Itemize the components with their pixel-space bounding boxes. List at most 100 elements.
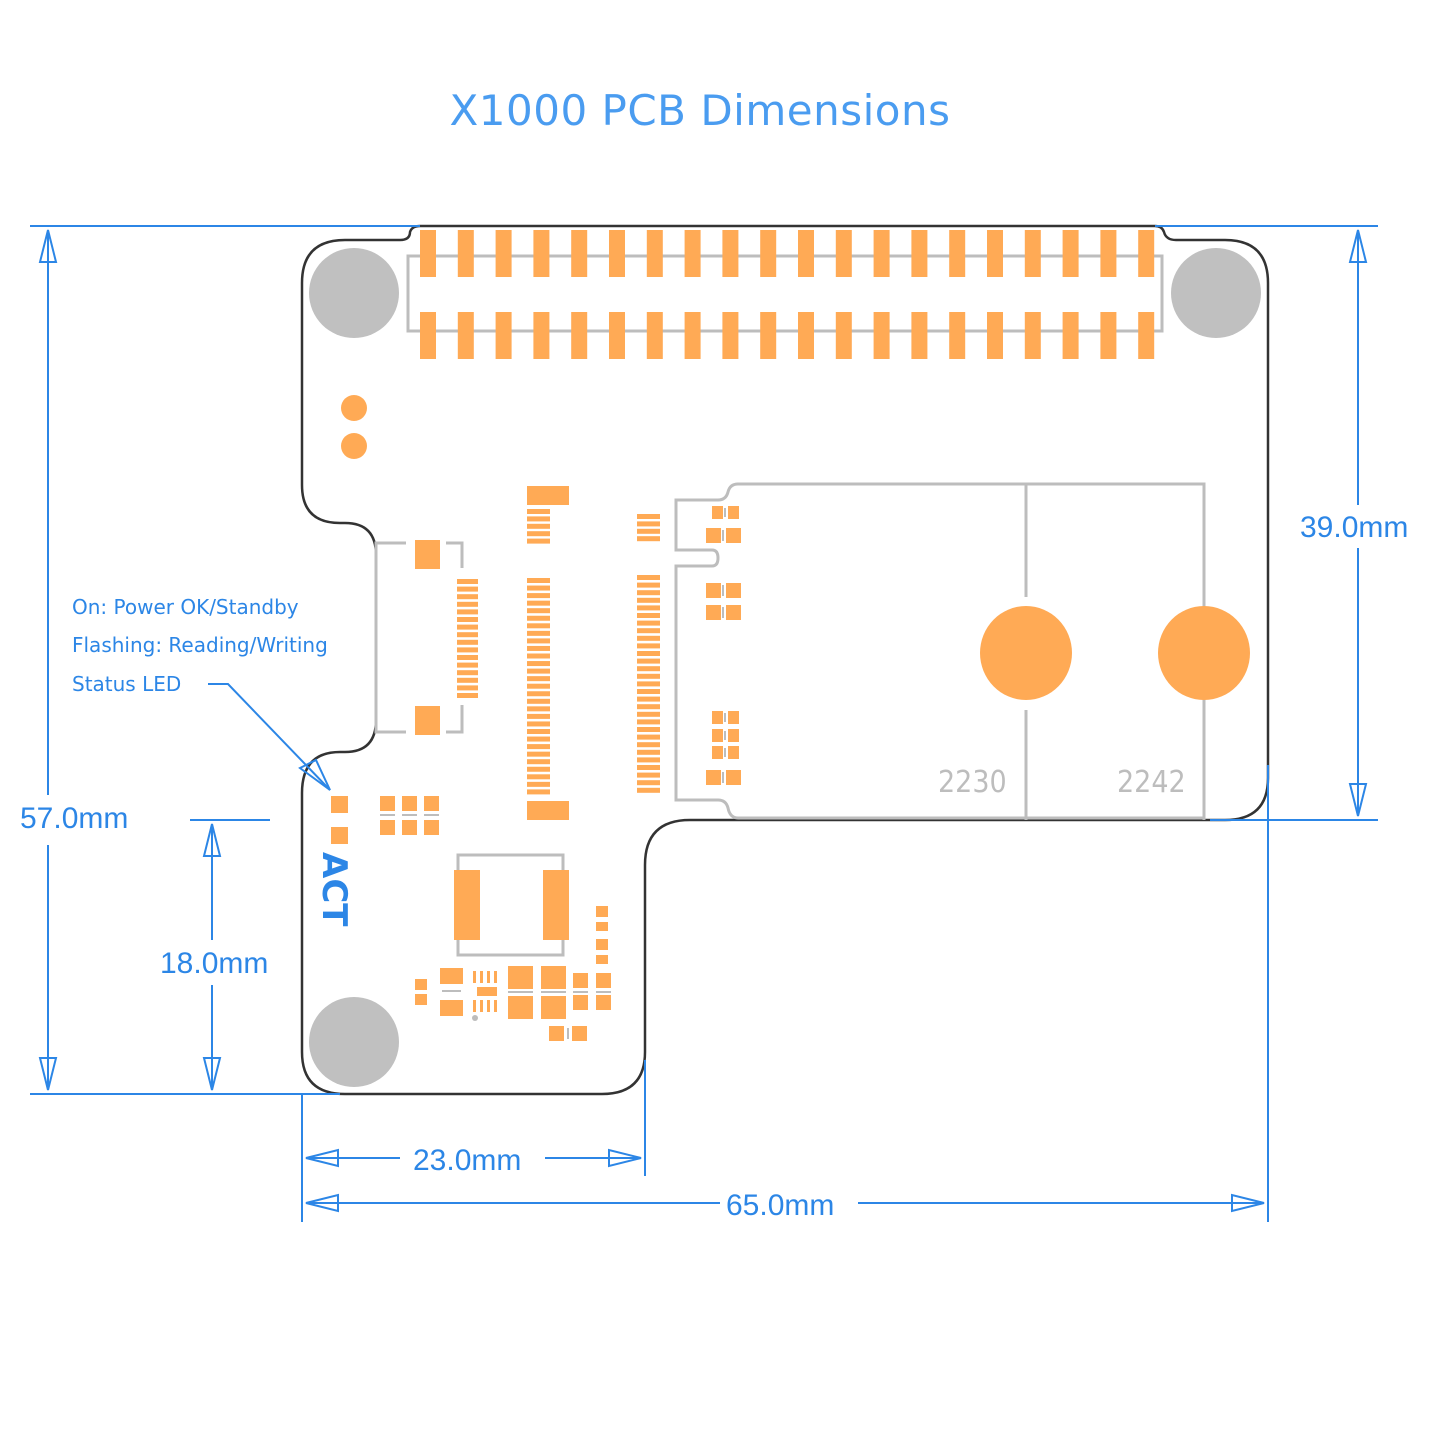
connector-pin [527, 736, 550, 742]
connector-pin [527, 698, 550, 704]
dimension-left-lower-height: 18.0mm [160, 947, 268, 980]
resistor-pad [596, 973, 611, 988]
resistor-pad [402, 820, 417, 835]
m2-pin [637, 575, 660, 580]
inductor-pad [543, 870, 569, 940]
resistor-pad [380, 820, 395, 835]
gpio-pin [1100, 230, 1117, 277]
resistor-pad [402, 796, 417, 811]
mounting-hole-bottom-left [309, 997, 399, 1087]
fpc-pin [457, 685, 478, 691]
fpc-connector-pins [457, 579, 478, 698]
gpio-pin [1138, 230, 1155, 277]
gpio-pin [835, 312, 852, 359]
gpio-pin [987, 312, 1003, 359]
m2-pin [637, 704, 660, 710]
passive-pad [712, 729, 723, 742]
resistor-body [596, 991, 611, 993]
resistor-pad [573, 995, 588, 1010]
act-led-label: ACT [314, 852, 354, 927]
gpio-pin [911, 312, 928, 359]
m2-pin [637, 780, 660, 786]
gpio-pin [646, 312, 663, 359]
gpio-pin [760, 312, 777, 359]
passive-pad [712, 746, 723, 759]
fpc-pin [457, 647, 478, 653]
mounting-hole-top-left [309, 248, 399, 338]
capacitor-pad [572, 1026, 587, 1041]
gpio-pin [1062, 312, 1079, 359]
resistor-body [402, 814, 417, 816]
connector-pin [527, 516, 550, 522]
passive-pad [712, 711, 723, 724]
connector-pin [527, 578, 550, 583]
passive-pad [706, 583, 721, 598]
connector-pin [527, 668, 550, 674]
passive-body [722, 772, 724, 783]
m2-pin [637, 711, 660, 717]
connector-pin [527, 638, 550, 644]
gpio-pin [873, 230, 890, 277]
connector-pin [527, 623, 550, 629]
resistor-pad [424, 820, 439, 835]
m2-pin [637, 787, 660, 793]
passive-pad [728, 506, 739, 519]
connector-pin [527, 531, 550, 537]
m2-pin [637, 734, 660, 740]
fpc-pin [457, 693, 478, 698]
m2-pin [637, 514, 660, 519]
capacitor-pad [415, 994, 427, 1005]
ic-pin [473, 1000, 476, 1012]
connector-pin [527, 615, 550, 621]
resistor-array [380, 796, 439, 835]
fpc-pin [457, 655, 478, 660]
connector-anchor-pad [527, 486, 569, 505]
fpc-pin [457, 586, 478, 592]
gpio-pin [646, 230, 663, 277]
m2-pin [637, 749, 660, 755]
connector-pin [527, 781, 550, 787]
capacitor-pad [415, 979, 427, 990]
m2-pin [637, 521, 660, 527]
resistor-body [380, 814, 395, 816]
capacitor-pad [440, 968, 463, 984]
gpio-pin [798, 230, 814, 277]
passive-pad [726, 770, 741, 785]
connector-pin [527, 744, 550, 750]
gpio-pin [1024, 312, 1041, 359]
connector-pin [527, 608, 550, 614]
passive-pad [728, 729, 739, 742]
gpio-pin [949, 312, 966, 359]
m2-pin [637, 651, 660, 656]
m2-pin [637, 582, 660, 588]
gpio-pin [722, 312, 739, 359]
gpio-pin [1062, 230, 1079, 277]
passive-body [722, 607, 724, 618]
capacitor-pad [549, 1026, 564, 1041]
passive-pad [706, 605, 721, 620]
connector-pin [527, 751, 550, 757]
m2-connector-pins [637, 514, 660, 793]
led-note-status: Status LED [72, 672, 181, 696]
connector-pin [527, 729, 550, 734]
connector-pin [527, 789, 550, 795]
capacitor-body [508, 991, 533, 993]
act-led-pad [331, 796, 348, 813]
connector-pin [527, 523, 550, 529]
m2-pin [637, 681, 660, 687]
passive-body [724, 713, 726, 722]
connector-pin [527, 713, 550, 719]
resistor-pad [424, 796, 439, 811]
gpio-pin [609, 230, 625, 277]
m2-standoff-2230 [980, 606, 1072, 700]
m2-size-label-2230: 2230 [938, 765, 1007, 800]
gpio-pin [571, 312, 588, 359]
m2-pin [637, 635, 660, 641]
connector-pin [527, 645, 550, 651]
connector-pin [527, 653, 550, 659]
gpio-header-outline [406, 254, 1164, 333]
resistor-pad [596, 995, 611, 1010]
m2-pin [637, 727, 660, 732]
resistor-pad [380, 796, 395, 811]
gpio-pin [457, 230, 474, 277]
